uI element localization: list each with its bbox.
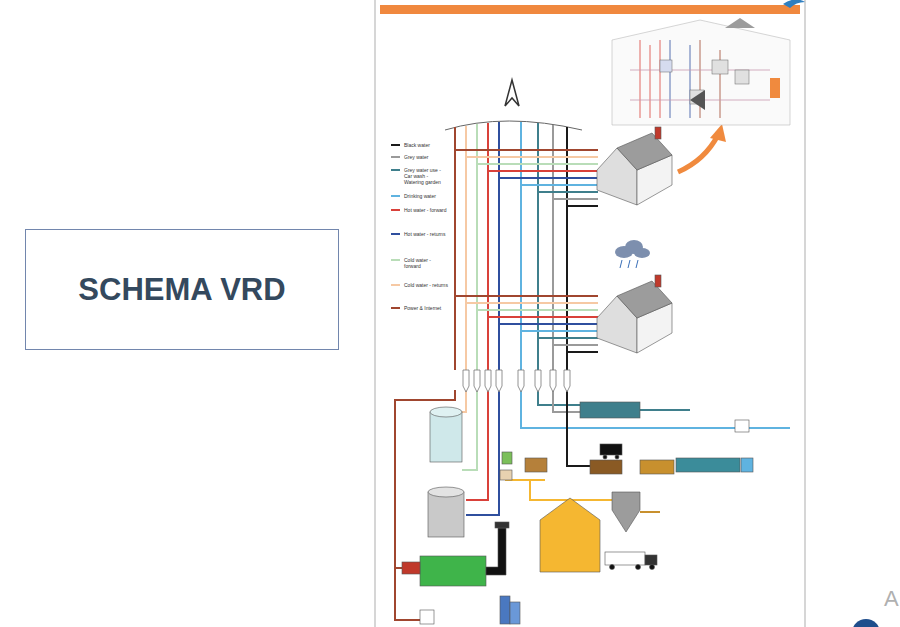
legend-swatch xyxy=(391,284,400,286)
house-detail-inset xyxy=(612,18,790,172)
legend-swatch xyxy=(391,156,400,158)
title-text: SCHEMA VRD xyxy=(78,272,285,308)
title-box: SCHEMA VRD xyxy=(25,229,339,350)
corner-badge xyxy=(852,619,880,627)
legend-swatch xyxy=(391,195,400,197)
corner-label: A xyxy=(884,586,899,612)
network-lines xyxy=(395,121,790,620)
legend-swatch xyxy=(391,233,400,235)
legend-text: Hot water - returns xyxy=(404,231,448,237)
legend-swatch xyxy=(391,144,400,146)
inlet-symbols xyxy=(463,370,570,392)
poster-sheet xyxy=(375,0,805,627)
legend-text: Cold water - forward xyxy=(404,257,448,269)
north-arrow xyxy=(505,80,519,106)
legend-text: Grey water use - Car wash - Watering gar… xyxy=(404,167,448,185)
legend-text: Hot water - forward xyxy=(404,207,448,213)
legend-text: Black water xyxy=(404,142,448,148)
legend-swatch xyxy=(391,209,400,211)
legend-swatch xyxy=(391,259,400,261)
legend-text: Power & Internet xyxy=(404,305,448,311)
houses xyxy=(597,127,672,353)
legend-text: Cold water - returns xyxy=(404,282,448,288)
legend-swatch xyxy=(391,169,400,171)
utility-plant xyxy=(402,402,753,624)
legend-swatch xyxy=(391,307,400,309)
legend-text: Grey water xyxy=(404,154,448,160)
legend-text: Drinking water xyxy=(404,193,448,199)
